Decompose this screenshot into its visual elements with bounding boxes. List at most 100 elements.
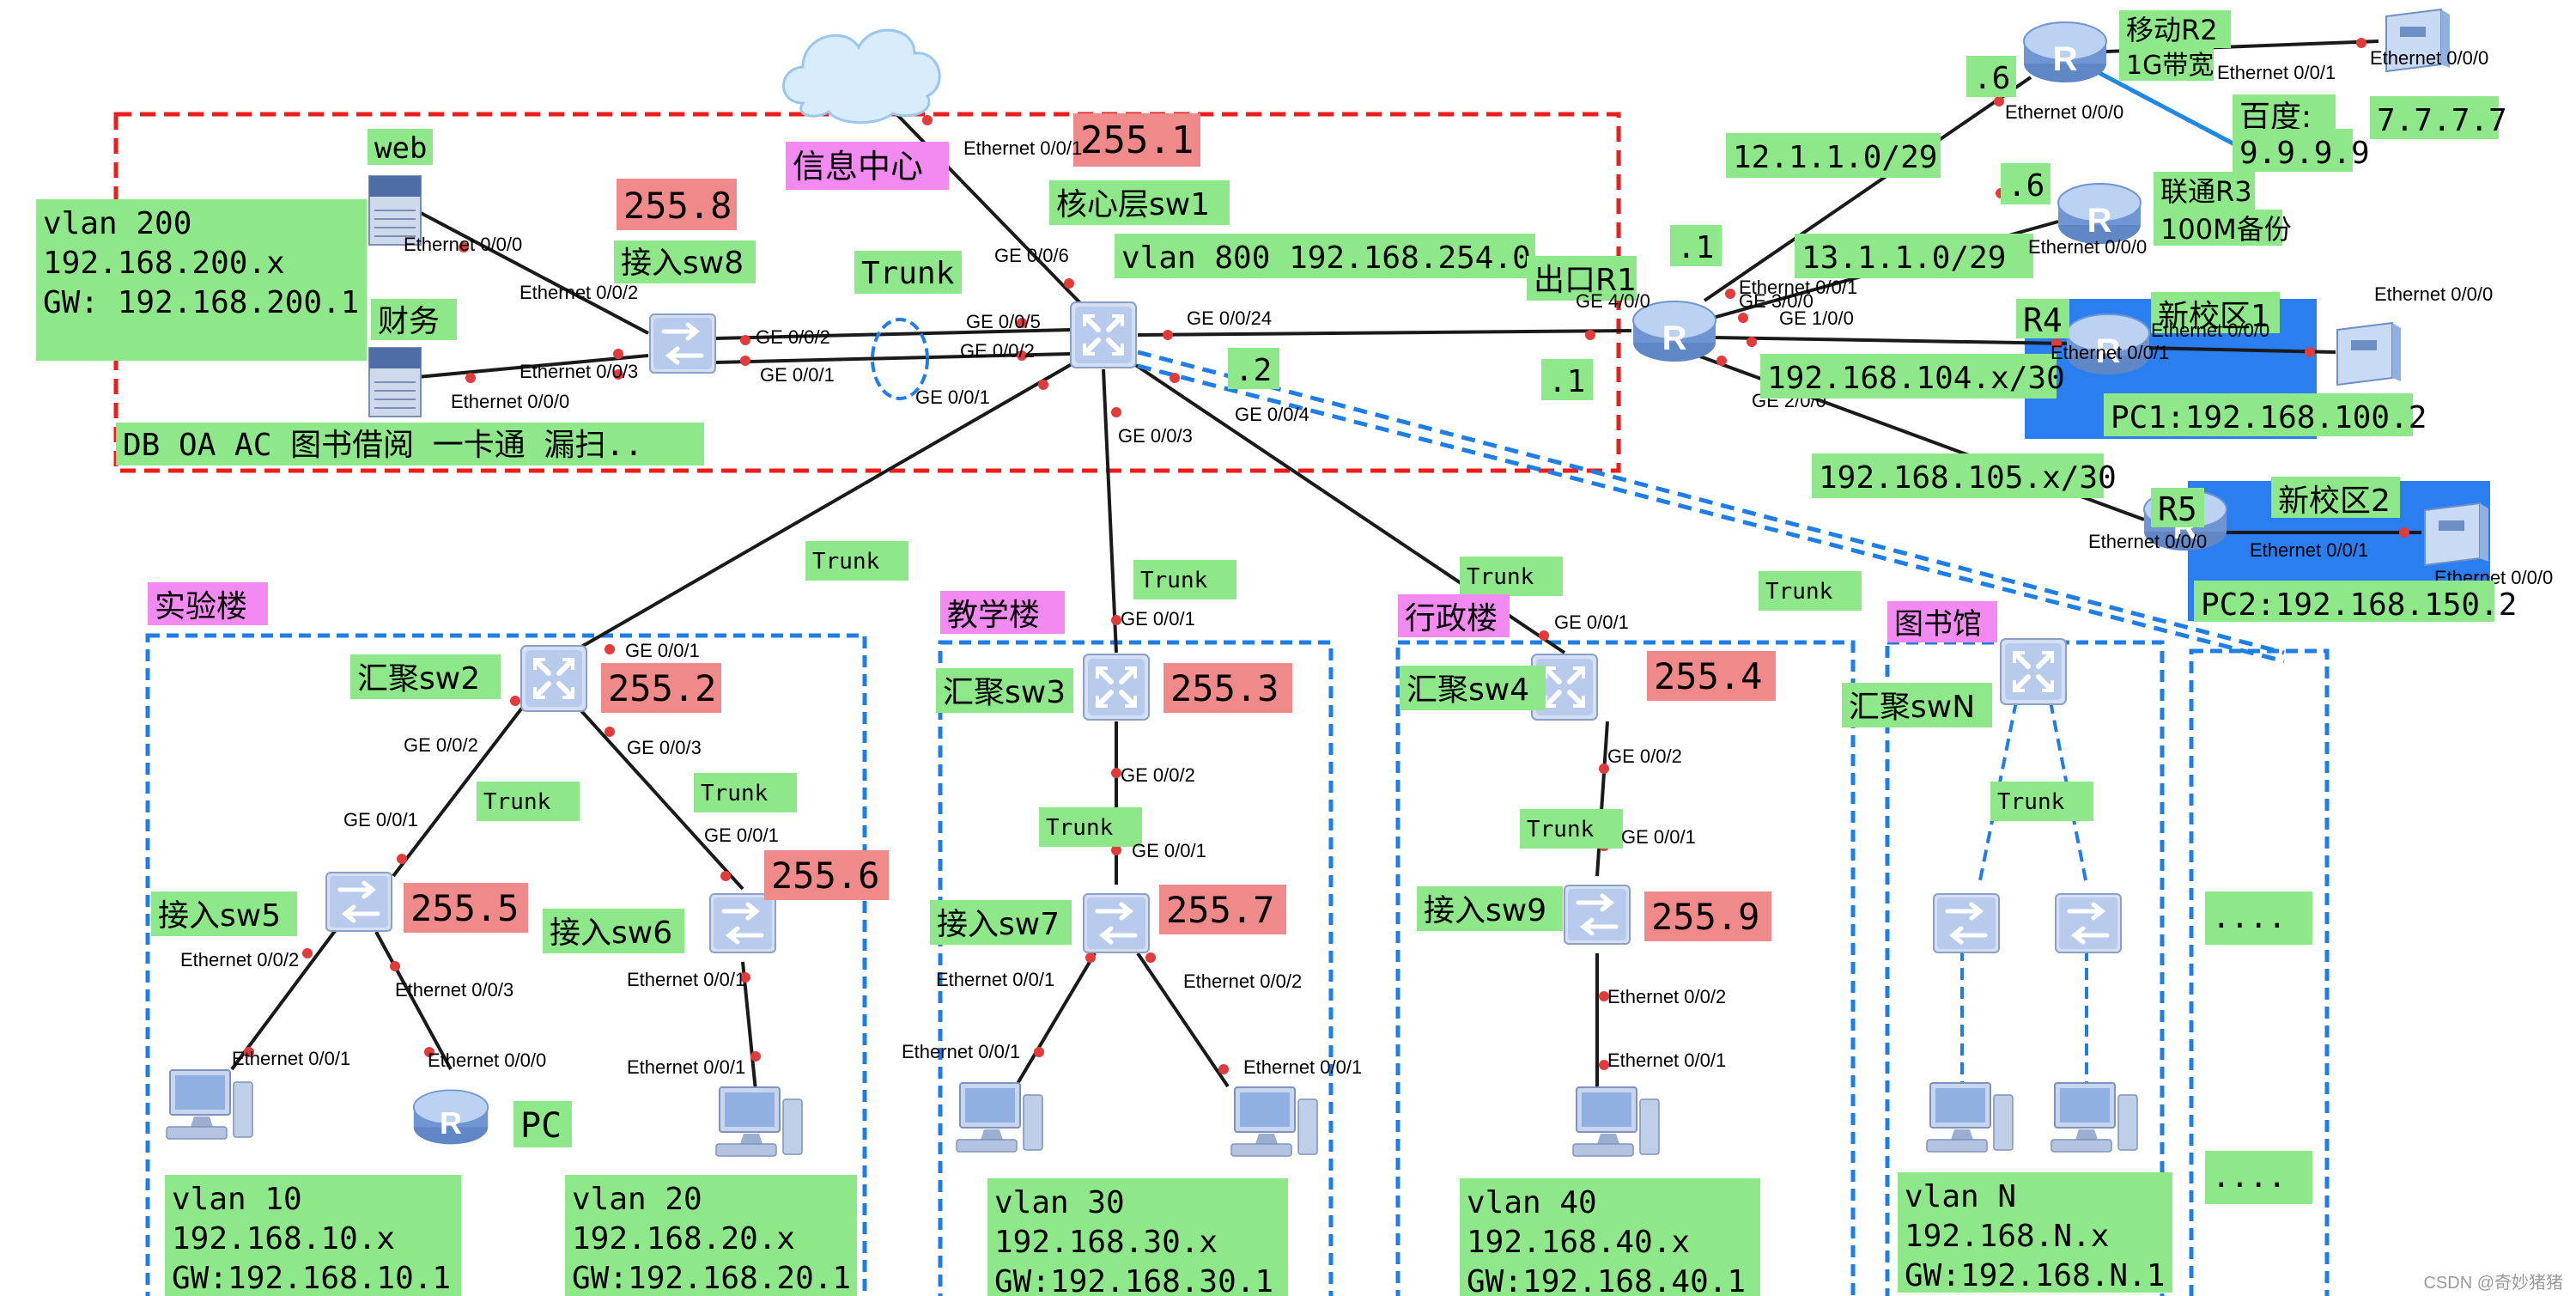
campus2-http-server-icon[interactable]: [2424, 502, 2489, 566]
datacenter-title: 信息中心: [793, 148, 923, 186]
watermark: CSDN @奇妙猪猪: [2423, 1273, 2563, 1293]
port-dot: [459, 242, 469, 253]
finance-server-icon[interactable]: [368, 347, 422, 417]
unicom-router-r3-icon[interactable]: [2057, 183, 2142, 245]
lab-router-label: PC: [520, 1106, 562, 1146]
lab-pc-1-icon[interactable]: [166, 1069, 253, 1140]
port-dot: [1585, 330, 1595, 340]
port-dot: [1170, 373, 1180, 383]
core-port-ge4: GE 0/0/4: [1235, 404, 1309, 425]
admin-pc-icon[interactable]: [1572, 1086, 1660, 1157]
sw8-name-bg: [614, 240, 756, 283]
admin-sw9-ip-bg: [1644, 891, 1771, 941]
library-name-bg: [1887, 601, 1997, 642]
lab-sw5-p3: Ethernet 0/0/3: [395, 979, 513, 1001]
exit-name: 出口R1: [1534, 263, 1637, 298]
campus2-pc: PC2:192.168.150.2: [2201, 587, 2517, 623]
access-switch-sw7-icon[interactable]: [1084, 894, 1149, 952]
access-switch-sw9-icon[interactable]: [1564, 885, 1630, 944]
campus2-name-bg: [2271, 477, 2400, 518]
agg-switch-sw2-icon[interactable]: [521, 646, 586, 711]
lab-name-bg: [148, 582, 268, 625]
subnet-r4: 192.168.104.x/30: [1767, 361, 2065, 396]
teach-pc-2-icon[interactable]: [1230, 1086, 1318, 1157]
trunk-label-2: Trunk: [1467, 564, 1534, 590]
mobile-router-r2-icon[interactable]: [2023, 21, 2107, 83]
core-link-ip: .2: [1235, 353, 1272, 388]
unicom-name-bg: [2154, 172, 2255, 210]
core-port-ge24: GE 0/0/24: [1187, 307, 1272, 329]
campus2-pc-bg: [2194, 581, 2494, 622]
more-zone: [2189, 648, 2330, 1296]
r1-link-ip-bg: [1541, 359, 1593, 400]
campus1-http-server-icon[interactable]: [2336, 322, 2402, 386]
teach-pc-1-icon[interactable]: [956, 1082, 1043, 1153]
subnet-mobile: 12.1.1.0/29: [1733, 140, 1937, 175]
port-dot: [1163, 330, 1173, 340]
access-switch-sw5-icon[interactable]: [326, 873, 392, 931]
port-dot: [1064, 278, 1074, 289]
port-dot: [1145, 952, 1156, 963]
campus2-r5-port-left: Ethernet 0/0/0: [2088, 531, 2207, 552]
agg-switch-sw3-icon[interactable]: [1084, 654, 1149, 720]
core-switch-sw1-icon[interactable]: [1071, 302, 1136, 368]
sw8-uplink-2: GE 0/0/1: [760, 364, 835, 386]
lab-pc-2-icon[interactable]: [715, 1086, 803, 1157]
unicom-bw-bg: [2154, 210, 2282, 246]
port-dot: [750, 1051, 761, 1062]
port-dot: [424, 1047, 434, 1057]
port-dot: [740, 356, 750, 366]
access-switch-sw8-icon[interactable]: [650, 314, 715, 373]
lab-sw5-ip-bg: [404, 883, 528, 933]
admin-sw9-name: 接入sw9: [1424, 893, 1546, 928]
teach-sw7-ip-bg: [1159, 885, 1286, 934]
datacenter-vlan-box-line-0: vlan 200: [43, 206, 191, 241]
trunk-label-8-bg: [1990, 782, 2093, 821]
teach-zone: [938, 640, 1334, 1296]
links-layer: [230, 38, 2421, 1095]
access-switch-sw6-icon[interactable]: [710, 894, 775, 952]
lab-pc1-port: Ethernet 0/0/1: [232, 1048, 350, 1069]
mobile-ip: .6: [1973, 61, 2010, 96]
port-dot: [922, 115, 933, 125]
exit-name-bg: [1527, 256, 1637, 301]
lab-vlan-a-bg: [165, 1175, 461, 1296]
port-dot: [1017, 350, 1027, 361]
core-swN-link-2: [1137, 363, 2285, 664]
sw8-port-web: Ethernet 0/0/2: [519, 282, 638, 303]
lab-sw6-name: 接入sw6: [550, 916, 672, 951]
lab-vlan-a-line-0: vlan 10: [172, 1182, 302, 1217]
sw2-sw6-link: [574, 703, 744, 891]
library-pc-1-icon[interactable]: [1926, 1082, 2014, 1153]
core-sw8-link-1: [714, 328, 1072, 340]
port-dot: [1111, 615, 1121, 625]
baidu-ip-bg: [2233, 129, 2353, 172]
r1-link-ip: .1: [1548, 364, 1585, 399]
baidu-http-port: Ethernet 0/0/0: [2370, 47, 2488, 69]
trunk-bundle-ellipse: [871, 318, 929, 400]
port-dot: [2051, 338, 2062, 349]
trunk-label-5-bg: [694, 773, 797, 812]
trunk-label-8: Trunk: [1997, 789, 2065, 815]
library-agg-name-bg: [1842, 683, 1992, 727]
agg-switch-swN-icon[interactable]: [2001, 639, 2066, 704]
library-access-switch-2-icon[interactable]: [2056, 894, 2121, 952]
exit-port-ge10: GE 1/0/0: [1779, 307, 1854, 329]
library-agg-name: 汇聚swN: [1849, 690, 1975, 725]
port-dot: [1218, 1064, 1229, 1074]
port-dot: [1085, 952, 1096, 963]
library-pc-2-icon[interactable]: [2050, 1082, 2138, 1153]
sw7-pc1-link: [1012, 952, 1097, 1092]
lab-router-pc-icon[interactable]: [412, 1089, 489, 1146]
port-dot: [1599, 991, 1609, 1001]
library-access-switch-1-icon[interactable]: [1934, 894, 1999, 952]
lab-name: 实验楼: [155, 589, 247, 624]
more-top-bg: [2205, 891, 2312, 945]
admin-vlan-line-0: vlan 40: [1467, 1185, 1597, 1220]
mobile-name-bg: [2119, 10, 2231, 48]
lab-agg-left: GE 0/0/2: [404, 734, 478, 756]
teach-sw7-p2: Ethernet 0/0/2: [1183, 970, 1302, 992]
core-vlan-bg: [1115, 234, 1535, 278]
port-dot: [1034, 1047, 1044, 1057]
lab-router-port: Ethernet 0/0/0: [428, 1050, 546, 1071]
